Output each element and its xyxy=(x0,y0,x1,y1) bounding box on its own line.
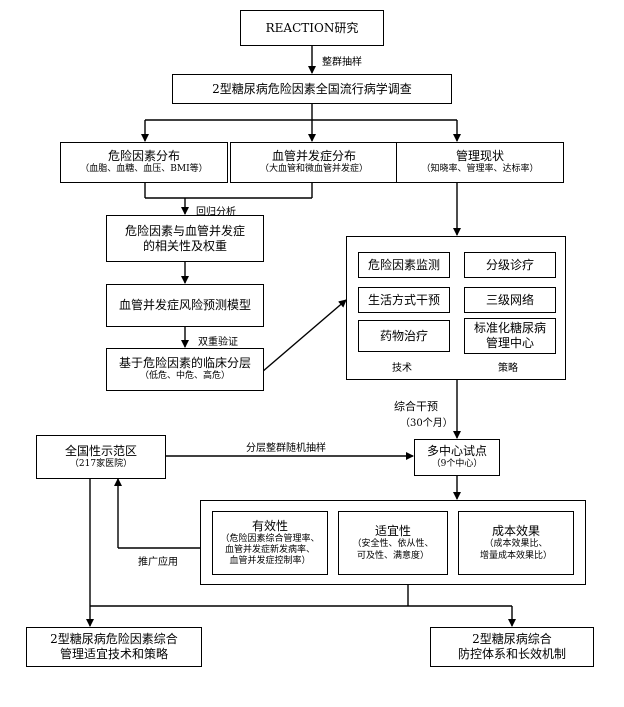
risk-model-box: 血管并发症风险预测模型 xyxy=(106,284,264,327)
clinical-stratification-sub: （低危、中危、高危） xyxy=(139,371,230,382)
demonstration-zone-box: 全国性示范区 （217家医院） xyxy=(36,435,166,479)
intervention-label: 综合干预 xyxy=(394,398,438,414)
reaction-study-label: REACTION研究 xyxy=(265,20,359,35)
suitability-line2: 可及性、满意度） xyxy=(356,550,429,561)
tech-item-drug: 药物治疗 xyxy=(358,320,450,352)
multicenter-pilot-sub: （9个中心） xyxy=(431,459,483,470)
tech-item-monitoring: 危险因素监测 xyxy=(358,252,450,278)
correlation-box: 危险因素与血管并发症 的相关性及权重 xyxy=(106,215,264,262)
output-right-box: 2型糖尿病综合 防控体系和长效机制 xyxy=(430,627,594,667)
tech-label: 技术 xyxy=(392,363,412,374)
output-right-line2: 防控体系和长效机制 xyxy=(457,647,566,661)
cost-effect-box: 成本效果 （成本效果比、 增量成本效果比） xyxy=(458,511,574,575)
correlation-line2: 的相关性及权重 xyxy=(142,238,227,253)
cost-effect-title: 成本效果 xyxy=(491,524,540,539)
effectiveness-line3: 血管并发症控制率） xyxy=(229,556,311,567)
cost-effect-line2: 增量成本效果比） xyxy=(479,550,552,561)
strategy-item-graded: 分级诊疗 xyxy=(464,252,556,278)
double-verify-label: 双重验证 xyxy=(198,333,238,348)
risk-factor-box: 危险因素分布 （血脂、血糖、血压、BMI等） xyxy=(60,142,228,183)
management-status-sub: （知晓率、管理率、达标率） xyxy=(421,164,539,175)
output-left-line1: 2型糖尿病危险因素综合 xyxy=(50,632,178,646)
strategy-item-network: 三级网络 xyxy=(464,287,556,313)
stratified-sampling-label: 分层整群随机抽样 xyxy=(246,439,326,454)
strategy-item-center: 标准化糖尿病 管理中心 xyxy=(464,318,556,354)
vascular-complication-title: 血管并发症分布 xyxy=(271,149,356,164)
strategy-item-center-line1: 标准化糖尿病 xyxy=(473,321,546,335)
promote-label: 推广应用 xyxy=(138,553,178,568)
tech-item-lifestyle: 生活方式干预 xyxy=(358,287,450,313)
suitability-title: 适宜性 xyxy=(374,524,411,539)
correlation-line1: 危险因素与血管并发症 xyxy=(124,223,245,238)
effectiveness-title: 有效性 xyxy=(251,518,288,533)
multicenter-pilot-box: 多中心试点 （9个中心） xyxy=(414,439,500,476)
effectiveness-line1: （危险因素综合管理率、 xyxy=(220,533,320,544)
intervention-duration: （30个月） xyxy=(400,414,453,429)
risk-factor-title: 危险因素分布 xyxy=(107,149,180,164)
effectiveness-box: 有效性 （危险因素综合管理率、 血管并发症新发病率、 血管并发症控制率） xyxy=(212,511,328,575)
suitability-line1: （安全性、依从性、 xyxy=(352,539,434,550)
strategy-item-network-label: 三级网络 xyxy=(485,292,534,307)
tech-item-monitoring-label: 危险因素监测 xyxy=(367,257,440,272)
vascular-complication-sub: （大血管和微血管并发症） xyxy=(259,164,368,175)
clinical-stratification-title: 基于危险因素的临床分层 xyxy=(118,356,251,371)
cluster-sampling-label: 整群抽样 xyxy=(322,53,362,68)
effectiveness-line2: 血管并发症新发病率、 xyxy=(224,544,315,555)
vascular-complication-box: 血管并发症分布 （大血管和微血管并发症） xyxy=(230,142,398,183)
reaction-study-box: REACTION研究 xyxy=(240,10,384,46)
risk-factor-sub: （血脂、血糖、血压、BMI等） xyxy=(80,164,208,175)
management-status-box: 管理现状 （知晓率、管理率、达标率） xyxy=(396,142,564,183)
suitability-box: 适宜性 （安全性、依从性、 可及性、满意度） xyxy=(338,511,448,575)
clinical-stratification-box: 基于危险因素的临床分层 （低危、中危、高危） xyxy=(106,348,264,391)
survey-label: 2型糖尿病危险因素全国流行病学调查 xyxy=(212,81,412,96)
multicenter-pilot-title: 多中心试点 xyxy=(426,444,487,459)
strategy-item-graded-label: 分级诊疗 xyxy=(485,257,534,272)
output-right-line1: 2型糖尿病综合 xyxy=(472,632,552,646)
demonstration-zone-title: 全国性示范区 xyxy=(64,443,137,458)
demonstration-zone-sub: （217家医院） xyxy=(69,458,133,469)
cost-effect-line1: （成本效果比、 xyxy=(484,539,548,550)
output-left-box: 2型糖尿病危险因素综合 管理适宜技术和策略 xyxy=(26,627,202,667)
management-status-title: 管理现状 xyxy=(455,149,504,164)
tech-item-lifestyle-label: 生活方式干预 xyxy=(367,292,440,307)
strategy-item-center-line2: 管理中心 xyxy=(485,336,534,350)
risk-model-label: 血管并发症风险预测模型 xyxy=(118,298,251,312)
strategy-label: 策略 xyxy=(498,363,518,374)
survey-box: 2型糖尿病危险因素全国流行病学调查 xyxy=(172,74,452,104)
regression-label: 回归分析 xyxy=(196,203,236,218)
tech-item-drug-label: 药物治疗 xyxy=(379,328,428,343)
output-left-line2: 管理适宜技术和策略 xyxy=(59,647,168,661)
